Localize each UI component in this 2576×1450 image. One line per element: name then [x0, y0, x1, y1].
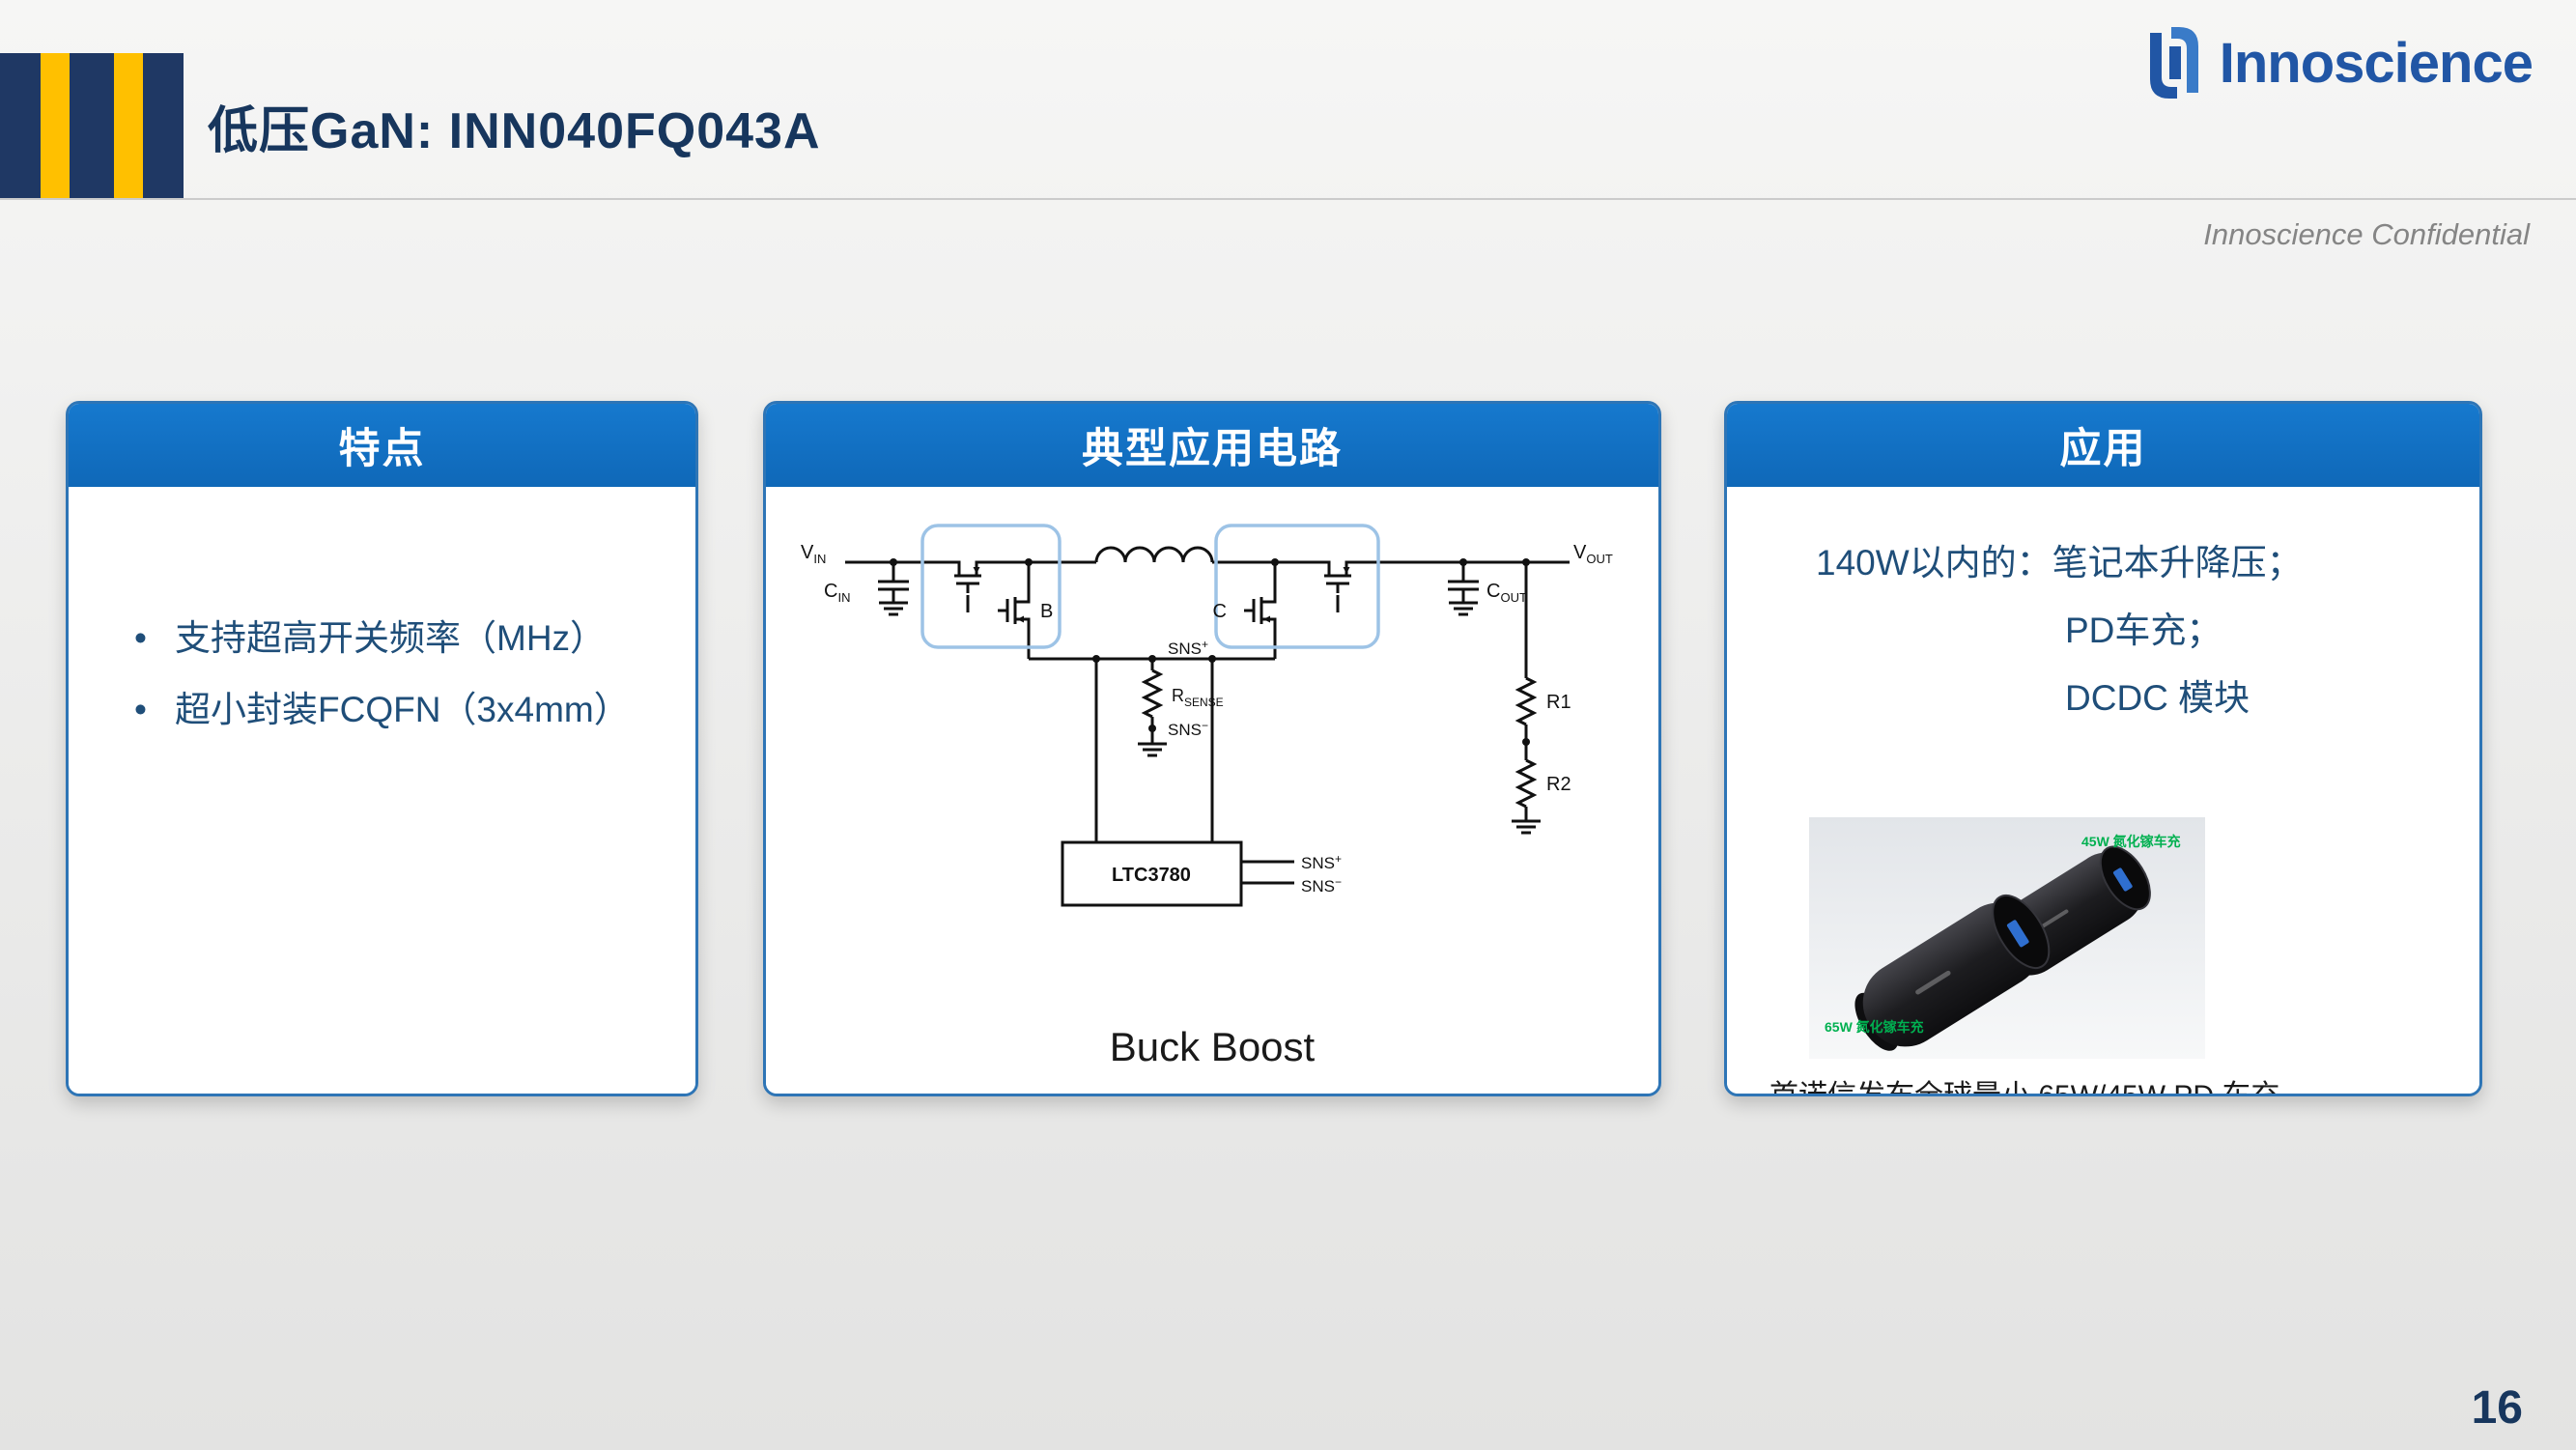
note-line: 首诺信发布全球最小 65W/45W PD 车充	[1769, 1080, 2280, 1096]
circuit-card-title: 典型应用电路	[766, 404, 1658, 487]
sns-plus-label: SNS+	[1168, 638, 1208, 658]
confidential-label: Innoscience Confidential	[2203, 217, 2530, 251]
application-line: PD车充；	[2065, 611, 2222, 650]
application-line: 140W以内的：笔记本升降压；	[1816, 543, 2303, 583]
applications-card-title: 应用	[1727, 404, 2479, 487]
vin-label: VIN	[801, 542, 826, 566]
feature-item: 超小封装FCQFN（3x4mm）	[125, 674, 695, 746]
applications-card: 应用 140W以内的：笔记本升降压； PD车充； DCDC 模块	[1724, 401, 2482, 1096]
charger-45w-label: 45W 氮化镓车充	[2081, 834, 2181, 849]
mosfet-a-symbol	[943, 560, 993, 595]
slide-accent-decoration	[0, 53, 184, 198]
page-title: 低压GaN: INN040FQ043A	[208, 102, 821, 159]
controller-box	[1061, 840, 1243, 907]
feature-text: 超小封装FCQFN（3x4mm）	[175, 690, 630, 729]
car-charger-photo: 45W 氮化镓车充 65W 氮化镓车充	[1809, 817, 2205, 1059]
features-list: 支持超高开关频率（MHz） 超小封装FCQFN（3x4mm）	[125, 603, 695, 746]
controller-label: LTC3780	[1112, 865, 1191, 886]
feature-text: 支持超高开关频率（MHz）	[175, 618, 607, 658]
innoscience-logo-icon	[2149, 27, 2198, 99]
features-card-body: 支持超高开关频率（MHz） 超小封装FCQFN（3x4mm）	[69, 487, 695, 1094]
buck-boost-circuit-diagram: VIN CIN VOUT COUT B C SNS+ RSENSE SNS− L…	[801, 524, 1613, 907]
usb-port	[2006, 920, 2029, 948]
mosfet-c-symbol	[1242, 585, 1277, 636]
applications-card-body: 140W以内的：笔记本升降压； PD车充； DCDC 模块	[1727, 487, 2479, 1094]
fet-b-label: B	[1040, 601, 1053, 622]
innoscience-logo-text: Innoscience	[2219, 31, 2534, 95]
application-notes: 首诺信发布全球最小 65W/45W PD 车充 尺寸：47.18*23.1mm（…	[1769, 1076, 2349, 1096]
gan-highlight-right	[1214, 524, 1380, 649]
feature-item: 支持超高开关频率（MHz）	[125, 603, 695, 674]
features-card-title: 特点	[69, 404, 695, 487]
circuit-caption: Buck Boost	[1109, 1024, 1316, 1069]
application-lines: 140W以内的：笔记本升降压； PD车充； DCDC 模块	[1816, 529, 2479, 732]
circuit-wires	[845, 546, 1570, 885]
circuit-card: 典型应用电路	[763, 401, 1661, 1096]
controller-sns-plus-label: SNS+	[1301, 852, 1342, 872]
innoscience-logo: Innoscience	[2142, 27, 2534, 99]
mosfet-b-symbol	[996, 585, 1031, 636]
r2-label: R2	[1546, 774, 1571, 795]
r1-label: R1	[1546, 692, 1571, 713]
junction-dots	[890, 558, 1530, 746]
cin-label: CIN	[824, 581, 850, 605]
mosfet-d-symbol	[1313, 560, 1363, 595]
charger-65w-label: 65W 氮化镓车充	[1825, 1019, 1924, 1035]
sns-minus-label: SNS−	[1168, 719, 1208, 739]
circuit-card-body: VIN CIN VOUT COUT B C SNS+ RSENSE SNS− L…	[766, 487, 1658, 1094]
car-charger-65w	[1854, 895, 2051, 1051]
application-line: DCDC 模块	[2065, 678, 2250, 718]
cout-label: COUT	[1486, 581, 1527, 605]
features-card: 特点 支持超高开关频率（MHz） 超小封装FCQFN（3x4mm）	[66, 401, 698, 1096]
usb-port	[2112, 867, 2133, 892]
vout-label: VOUT	[1573, 542, 1613, 566]
gan-highlight-left	[920, 524, 1062, 649]
fet-c-label: C	[1213, 601, 1227, 622]
header-divider	[0, 198, 2576, 200]
rsense-label: RSENSE	[1172, 686, 1224, 709]
controller-sns-minus-label: SNS−	[1301, 875, 1342, 896]
page-number: 16	[2471, 1382, 2523, 1434]
